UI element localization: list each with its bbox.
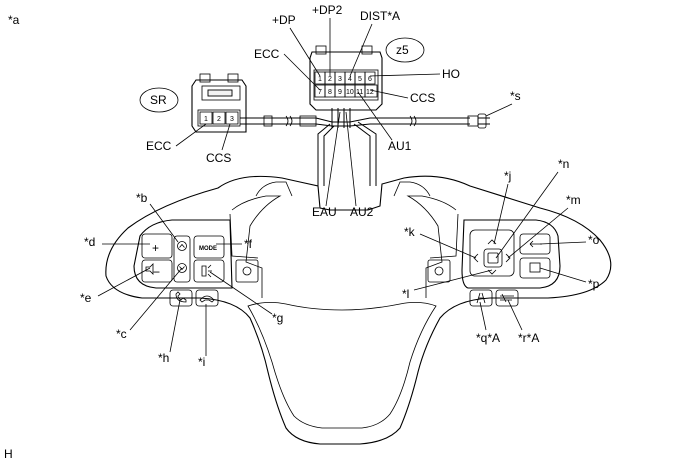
callout-l: *l: [402, 287, 409, 301]
steering-wheel: [105, 175, 612, 445]
z5-pin-12: 12: [366, 89, 374, 96]
callout-n: *n: [558, 157, 569, 171]
lane-icon: [476, 292, 486, 304]
pad-left-arrow-icon: [473, 253, 479, 263]
wire-harness: [240, 108, 490, 186]
z5-au2-label: AU2: [350, 205, 374, 219]
phone-hangup-button[interactable]: [195, 289, 219, 307]
phone-on-hook-button[interactable]: [169, 289, 193, 307]
sr-ccs-label: CCS: [206, 151, 231, 165]
z5-pin-10: 10: [346, 89, 354, 96]
callout-c: *c: [116, 327, 127, 341]
volume-down-button[interactable]: [141, 259, 173, 283]
speaker-icon: [145, 263, 154, 275]
seek-up-icon: [177, 241, 187, 251]
callout-p: *p: [588, 277, 600, 291]
callout-r: *r*A: [518, 331, 539, 345]
voice-icon: [201, 264, 212, 278]
callout-m: *m: [566, 193, 581, 207]
display-button[interactable]: [519, 257, 551, 279]
distance-button[interactable]: [495, 289, 519, 307]
z5-dp2-label: +DP2: [312, 3, 343, 17]
callout-j: *j: [504, 169, 511, 183]
sr-pin-1: 1: [204, 116, 208, 123]
z5-name-badge: [385, 37, 425, 63]
phone-pickup-icon: [175, 291, 187, 303]
z5-pin-2: 2: [328, 76, 332, 83]
z5-pin-6: 6: [368, 76, 372, 83]
sr-ecc-label: ECC: [146, 139, 172, 153]
callout-e: *e: [80, 291, 92, 305]
callout-k: *k: [404, 225, 416, 239]
volume-up-button[interactable]: [141, 233, 173, 259]
sr-name-badge: [139, 87, 179, 113]
z5-dist-label: DIST*A: [360, 9, 400, 23]
z5-pins-top: 1 2 3 4 5 6: [314, 71, 376, 85]
mode-label: MODE: [199, 246, 217, 252]
right-switch-assembly: [461, 219, 561, 307]
callout-g: *g: [272, 311, 283, 325]
wire-break-mark-right: [409, 115, 417, 127]
s-terminal: [477, 113, 487, 129]
z5-name: z5: [396, 43, 409, 57]
seek-rocker[interactable]: [173, 235, 191, 283]
voice-button[interactable]: [193, 259, 225, 283]
callout-o: *o: [588, 233, 600, 247]
z5-pin-7: 7: [318, 89, 322, 96]
sr-pin-3: 3: [230, 116, 234, 123]
distance-icon: [500, 293, 514, 303]
callout-b: *b: [136, 191, 148, 205]
z5-dp-label: +DP: [272, 13, 296, 27]
pad-down-arrow-icon: [487, 269, 497, 275]
minus-glyph: −: [153, 265, 160, 279]
sr-connector: 1 2 3 SR: [139, 73, 247, 133]
z5-pin-3: 3: [338, 76, 342, 83]
back-button[interactable]: [519, 233, 551, 255]
s-label: *s: [510, 89, 521, 103]
mode-button[interactable]: [193, 235, 225, 259]
callout-d: *d: [84, 235, 95, 249]
z5-au1-label: AU1: [388, 139, 412, 153]
footer-label: H: [4, 447, 13, 461]
z5-pin-9: 9: [338, 89, 342, 96]
z5-ccs-label: CCS: [410, 91, 435, 105]
z5-pin-4: 4: [348, 76, 352, 83]
left-switch-assembly: + − MODE: [133, 219, 233, 307]
pad-right-arrow-icon: [505, 253, 511, 263]
wire-sleeve: [263, 115, 273, 127]
callout-f: *f: [244, 237, 253, 251]
z5-pin-5: 5: [358, 76, 362, 83]
display-icon: [529, 262, 541, 273]
callout-q: *q*A: [476, 331, 500, 345]
z5-eau-label: EAU: [312, 205, 337, 219]
z5-pin-8: 8: [328, 89, 332, 96]
z5-connector: 1 2 3 4 5 6 7 8 9 10 11 12 z5: [309, 37, 425, 111]
connector-labels: ECC CCS +DP +DP2 DIST*A ECC HO CCS AU1 E…: [146, 3, 521, 219]
callouts: *b *d *e *c *f *g *h *i *j *n *m *k *o *…: [80, 157, 600, 369]
z5-ecc-label: ECC: [254, 47, 280, 61]
phone-hangup-icon: [199, 295, 215, 303]
z5-pin-1: 1: [318, 76, 322, 83]
plus-glyph: +: [152, 241, 159, 255]
pad-enter-button[interactable]: [483, 248, 503, 268]
callout-h: *h: [158, 351, 169, 365]
sr-name: SR: [150, 93, 167, 107]
wire-break-mark-left: [285, 115, 293, 127]
sr-pin-2: 2: [217, 116, 221, 123]
z5-pin-11: 11: [356, 89, 363, 96]
seek-down-icon: [177, 263, 187, 273]
callout-i: *i: [198, 355, 205, 369]
z5-ho-label: HO: [442, 67, 460, 81]
z5-pins-bottom: 7 8 9 10 11 12: [314, 84, 378, 98]
page-label: *a: [8, 13, 20, 27]
